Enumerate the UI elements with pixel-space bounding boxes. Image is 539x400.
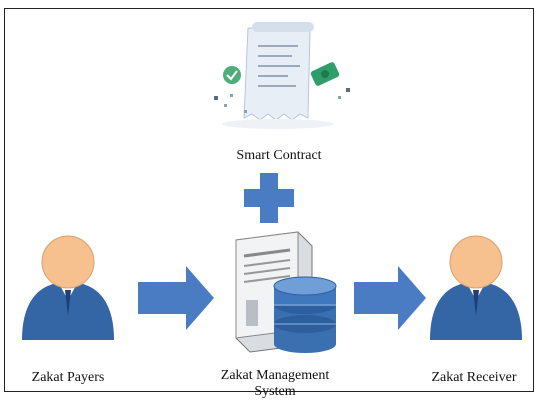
server-database-icon — [235, 231, 337, 353]
smart-contract-icon — [214, 22, 350, 129]
zakat-payers-label: Zakat Payers — [31, 370, 105, 385]
plus-icon — [244, 173, 294, 223]
zakat-management-system-label: Zakat Management System — [200, 368, 350, 400]
person-icon-payers — [22, 235, 114, 340]
arrow-system-to-receiver — [354, 266, 426, 330]
person-icon-receiver — [430, 235, 522, 340]
arrow-payers-to-system — [138, 266, 214, 330]
system-label-line1: Zakat Management — [220, 368, 330, 383]
zakat-receiver-label: Zakat Receiver — [431, 370, 517, 385]
smart-contract-label: Smart Contract — [236, 148, 322, 163]
system-label-line2: System — [254, 384, 296, 399]
